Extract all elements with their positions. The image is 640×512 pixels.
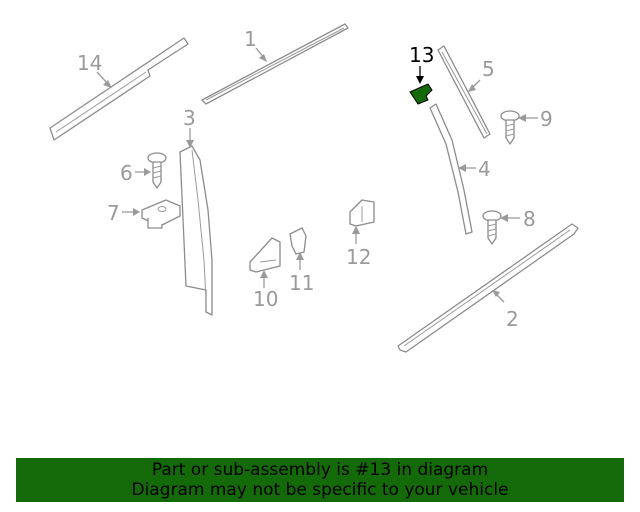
arrow-5 [468, 84, 476, 92]
part-12-bracket [349, 199, 375, 227]
arrow-3 [186, 140, 194, 148]
arrow-7 [133, 208, 140, 216]
part-3-pillar-trim [179, 145, 213, 316]
arrow-4 [458, 164, 466, 172]
callout-14: 14 [77, 51, 102, 75]
arrow-14 [103, 80, 112, 88]
arrow-10 [260, 270, 268, 278]
parts-diagram: 14 1 3 6 7 10 11 [49, 23, 579, 353]
callout-4: 4 [478, 157, 491, 181]
banner-line-disclaimer: Diagram may not be specific to your vehi… [131, 480, 509, 500]
part-4-door-trim [429, 103, 473, 235]
part-info-banner: Part or sub-assembly is #13 in diagram D… [16, 458, 624, 502]
part-7-clip [141, 199, 181, 229]
part-5-channel [437, 45, 491, 139]
arrow-1 [259, 54, 267, 62]
leader-2 [495, 293, 505, 303]
part-10-bracket [249, 237, 281, 273]
callout-11: 11 [289, 271, 314, 295]
callout-9: 9 [540, 107, 553, 131]
callout-2: 2 [506, 307, 519, 331]
callout-6: 6 [120, 161, 133, 185]
arrow-6 [144, 168, 151, 176]
part-2-belt-molding [397, 223, 579, 353]
part-9-screw [500, 110, 520, 145]
part-8-screw [482, 210, 502, 245]
arrow-11 [296, 252, 304, 260]
part-11-clip [289, 227, 307, 255]
callout-12: 12 [346, 245, 371, 269]
callout-13: 13 [409, 43, 434, 67]
part-13-highlighted [409, 83, 433, 105]
callout-5: 5 [482, 57, 495, 81]
part-1-roof-molding [201, 23, 349, 105]
callout-3: 3 [183, 106, 196, 130]
arrow-8 [500, 214, 508, 222]
callout-7: 7 [107, 201, 120, 225]
callout-1: 1 [244, 27, 257, 51]
arrow-12 [352, 226, 360, 234]
arrow-2 [492, 290, 500, 297]
banner-line-part: Part or sub-assembly is #13 in diagram [151, 460, 489, 480]
callout-8: 8 [523, 207, 536, 231]
part-14-trim-strip [49, 37, 189, 141]
part-6-screw [147, 152, 167, 189]
callout-10: 10 [253, 287, 278, 311]
arrow-13 [416, 76, 424, 84]
arrow-9 [518, 114, 526, 122]
